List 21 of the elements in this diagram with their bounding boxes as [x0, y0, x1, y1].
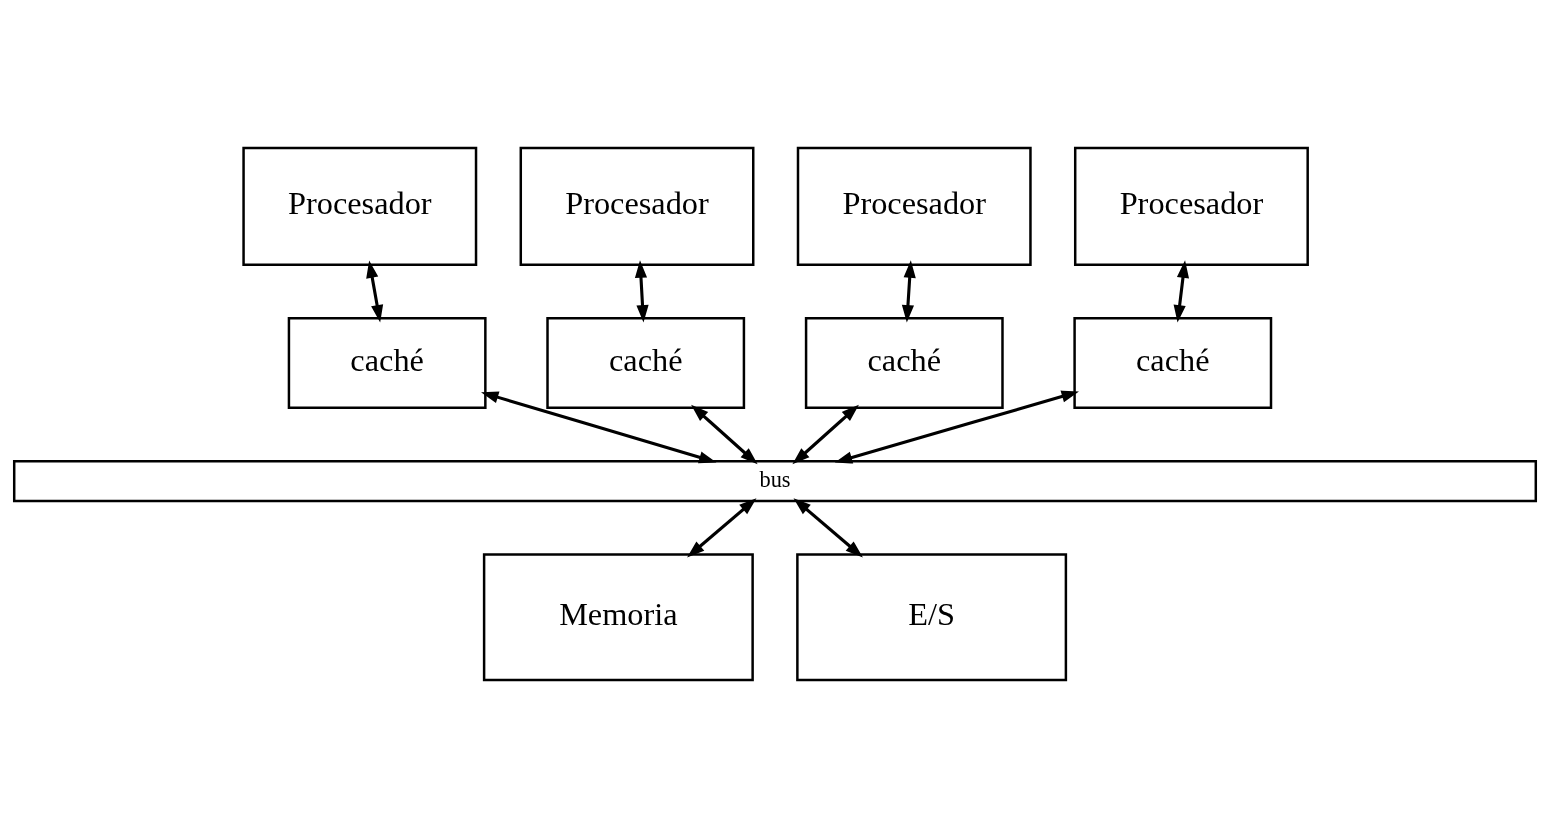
node-box: caché [1073, 317, 1273, 410]
node-box: Procesador [796, 146, 1032, 267]
arrow [792, 404, 859, 465]
node-box: caché [546, 317, 746, 410]
arrow [901, 260, 916, 323]
node-box: Procesador [1073, 146, 1309, 267]
arrow [1173, 260, 1190, 323]
arrow [793, 498, 863, 558]
arrow [834, 390, 1079, 464]
node-box: Procesador [242, 146, 478, 267]
node-box: Memoria [482, 553, 754, 682]
node-box: caché [287, 317, 487, 410]
arrow [481, 391, 717, 464]
node-box: bus [12, 460, 1538, 503]
node-box: E/S [796, 553, 1068, 682]
arrow [687, 498, 757, 558]
arrow [634, 260, 649, 323]
node-box: Procesador [519, 146, 755, 267]
arrow [366, 260, 384, 323]
node-box: caché [804, 317, 1004, 410]
arrow [691, 404, 758, 465]
